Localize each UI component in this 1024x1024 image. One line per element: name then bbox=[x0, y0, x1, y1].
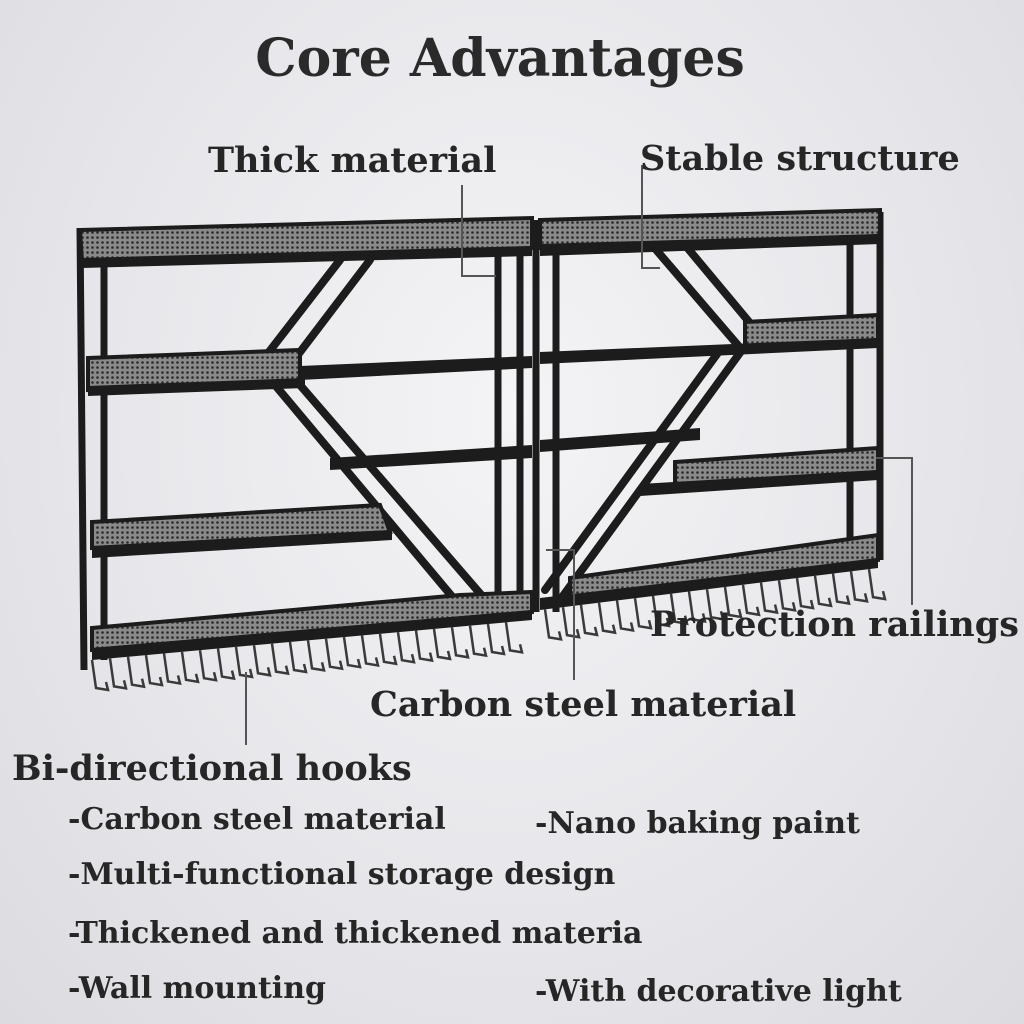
callout-bi-directional-hooks: Bi-directional hooks bbox=[12, 748, 412, 789]
hook bbox=[270, 643, 290, 676]
callout-carbon-steel-material: Carbon steel material bbox=[370, 684, 797, 725]
hook bbox=[342, 636, 362, 669]
hook bbox=[396, 632, 416, 664]
hook bbox=[741, 584, 761, 617]
hook bbox=[849, 571, 869, 603]
hook bbox=[867, 568, 887, 601]
hook bbox=[687, 591, 707, 624]
left-unit-frame bbox=[76, 220, 524, 671]
hook bbox=[633, 598, 653, 630]
hook bbox=[504, 622, 524, 654]
leader-protection-railings bbox=[876, 457, 913, 605]
hook bbox=[378, 633, 398, 666]
feature-thickened: -Thickened and thickened materia bbox=[68, 916, 643, 951]
hook bbox=[669, 593, 689, 626]
feature-nano-paint: -Nano baking paint bbox=[535, 806, 860, 841]
feature-decorative-light: -With decorative light bbox=[535, 974, 902, 1009]
callout-stable-structure: Stable structure bbox=[640, 138, 960, 179]
leader-thick-material bbox=[461, 185, 496, 277]
hook bbox=[306, 640, 326, 672]
hook bbox=[486, 623, 506, 656]
hook bbox=[162, 653, 182, 686]
hook bbox=[450, 627, 470, 659]
hook bbox=[813, 575, 833, 608]
hook bbox=[360, 635, 380, 668]
hook bbox=[795, 577, 815, 610]
feature-wall-mounting: -Wall mounting bbox=[68, 971, 326, 1006]
right-shelves bbox=[538, 207, 882, 610]
hook bbox=[432, 628, 452, 661]
hook bbox=[90, 659, 110, 692]
hook bbox=[561, 606, 581, 639]
hook bbox=[216, 648, 236, 681]
hook bbox=[126, 656, 146, 689]
callout-protection-railings: Protection railings bbox=[650, 604, 1019, 645]
hook bbox=[144, 654, 164, 687]
hook bbox=[324, 638, 344, 671]
hook bbox=[414, 630, 434, 663]
feature-carbon-steel: -Carbon steel material bbox=[68, 802, 446, 837]
right-unit-frame bbox=[532, 212, 884, 612]
diagonal-braces bbox=[251, 241, 764, 616]
hook bbox=[198, 650, 218, 682]
bi-directional-hooks bbox=[90, 568, 887, 692]
left-shelves bbox=[77, 215, 534, 660]
hook bbox=[252, 645, 272, 677]
leader-lines bbox=[245, 165, 913, 745]
callout-thick-material: Thick material bbox=[208, 140, 497, 181]
hook bbox=[108, 658, 128, 690]
hook bbox=[777, 580, 797, 612]
hook bbox=[651, 595, 671, 628]
hook bbox=[831, 573, 851, 606]
page-title: Core Advantages bbox=[255, 28, 745, 89]
leader-stable-structure bbox=[641, 165, 660, 269]
hook bbox=[468, 625, 488, 658]
hook bbox=[234, 646, 254, 679]
hook bbox=[723, 586, 743, 619]
hook bbox=[543, 609, 563, 641]
hook bbox=[615, 600, 635, 632]
feature-multi-functional: -Multi-functional storage design bbox=[68, 857, 616, 892]
hook bbox=[180, 651, 200, 684]
hook bbox=[579, 604, 599, 637]
leader-carbon-steel bbox=[546, 549, 575, 680]
hook bbox=[705, 589, 725, 621]
hook bbox=[759, 582, 779, 615]
hook bbox=[597, 602, 617, 635]
hook bbox=[288, 641, 308, 674]
